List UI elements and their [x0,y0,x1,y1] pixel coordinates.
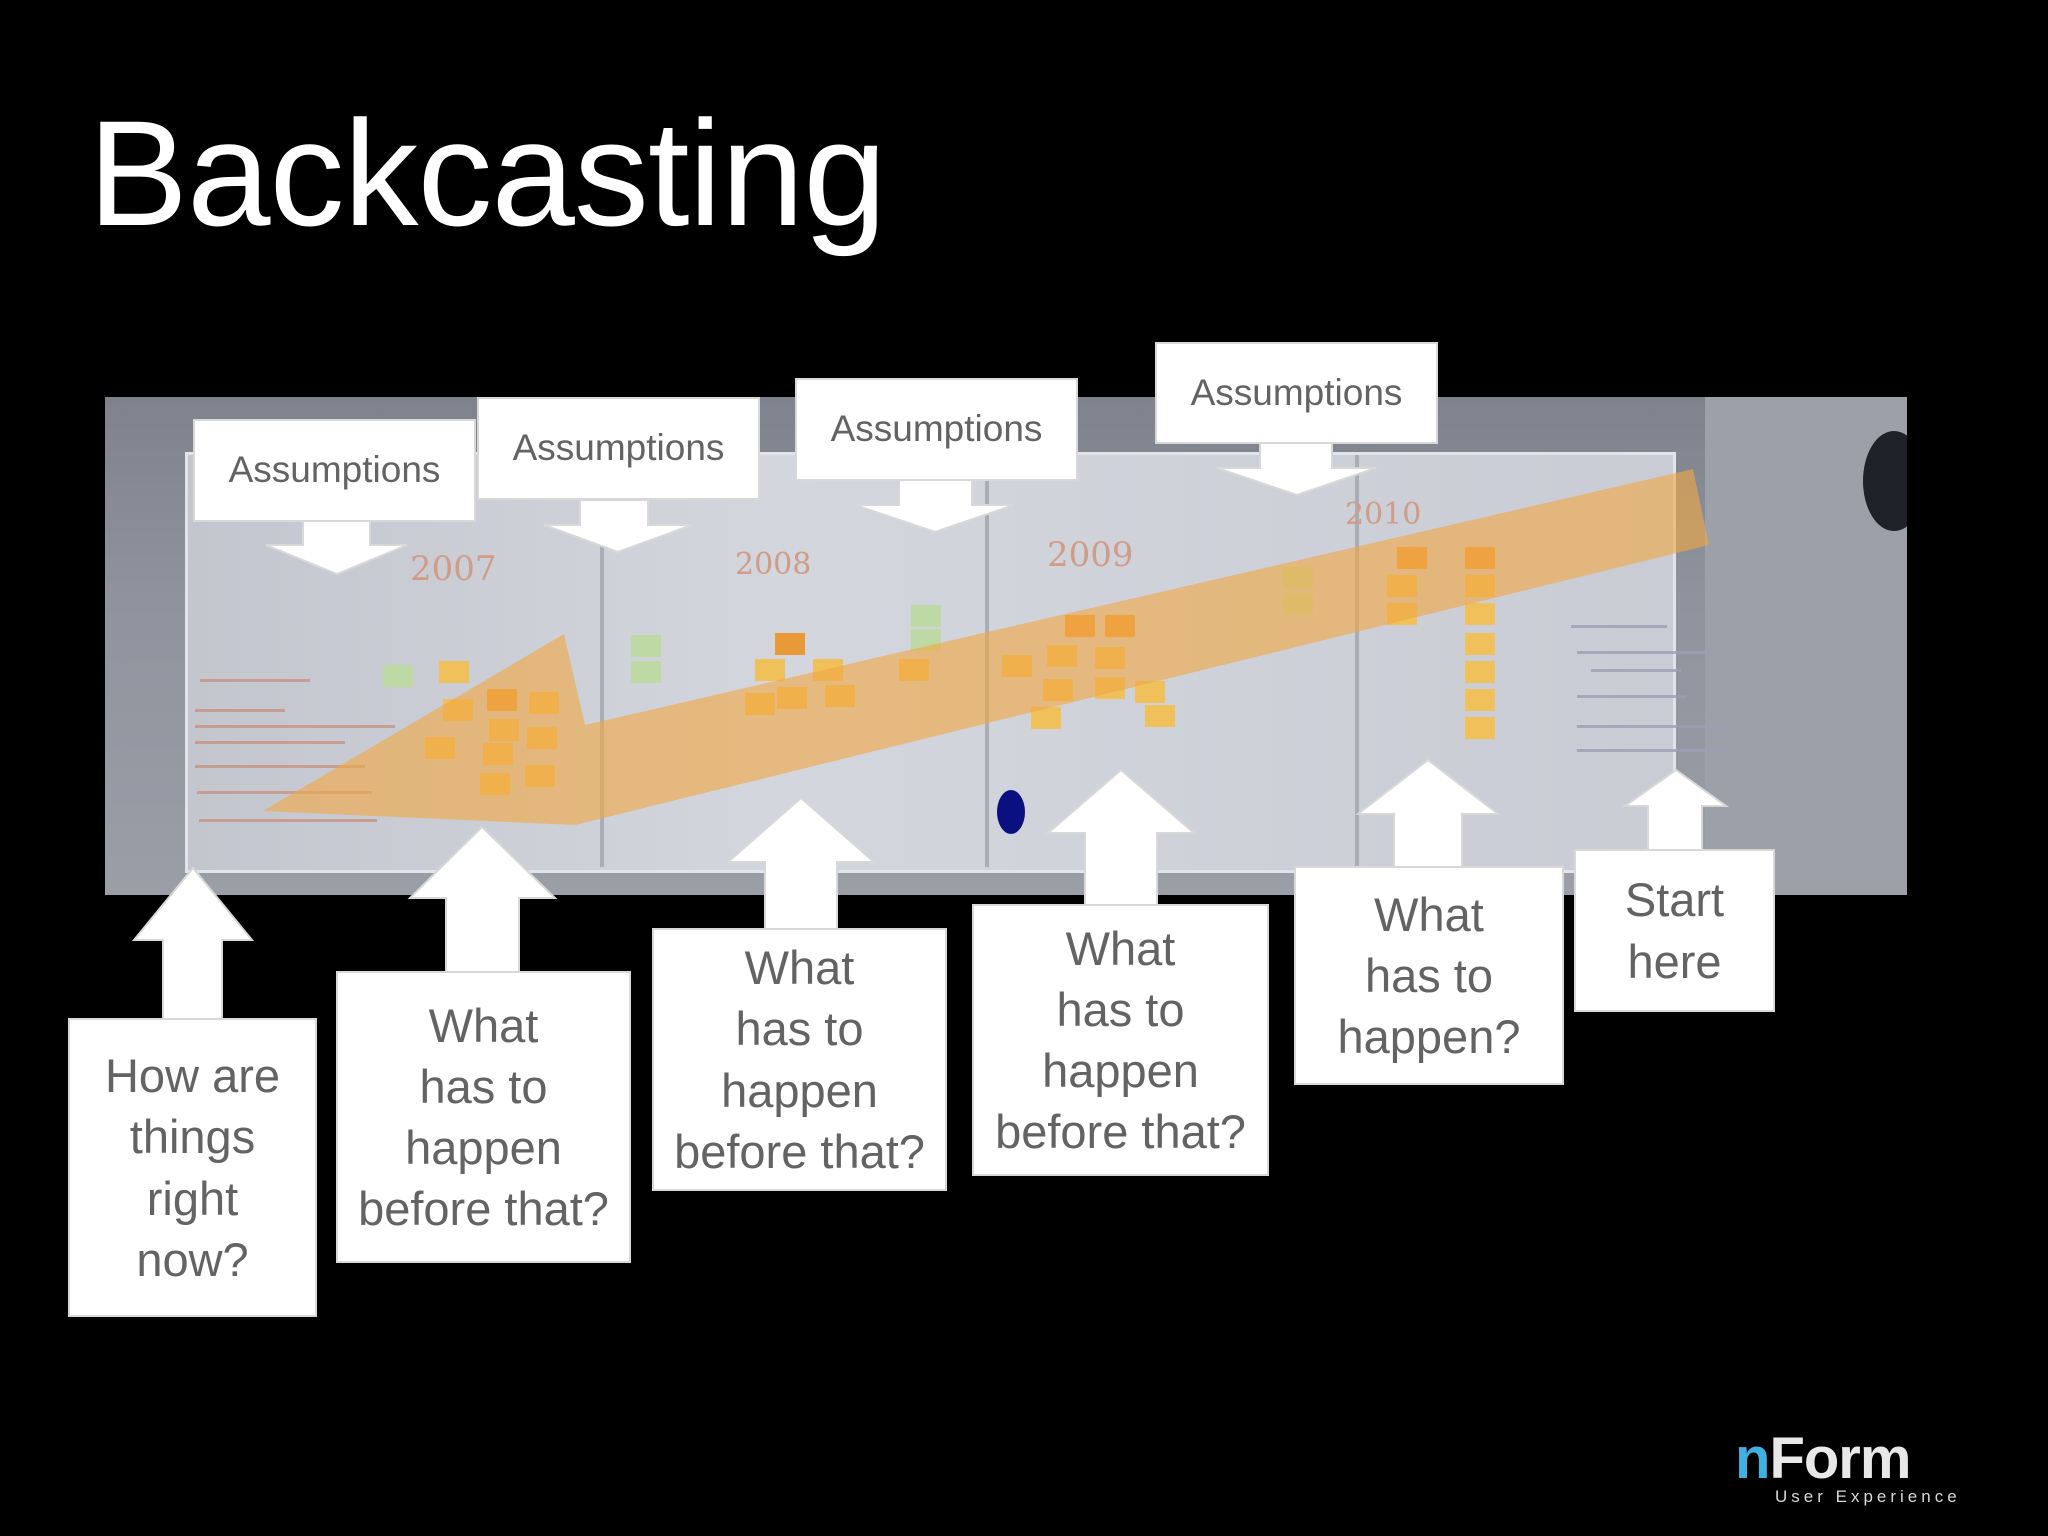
assumptions-box: Assumptions [477,397,760,500]
question-box-step-3: What has to happen before that? [652,928,947,1191]
question-box-step-1: What has to happen? [1294,866,1564,1085]
question-box-step-2: What has to happen before that? [972,904,1269,1176]
logo-tagline: User Experience [1775,1487,1961,1507]
question-box-step-4: What has to happen before that? [336,971,631,1263]
assumptions-box: Assumptions [1155,342,1438,444]
assumptions-box: Assumptions [795,378,1078,481]
question-box-current-state: How are things right now? [68,1018,317,1317]
start-here-box: Start here [1574,849,1775,1012]
logo-name: Form [1769,1426,1910,1491]
assumptions-box: Assumptions [193,419,476,522]
logo-prefix: n [1735,1426,1769,1491]
nform-logo: nForm User Experience [1735,1425,1910,1492]
